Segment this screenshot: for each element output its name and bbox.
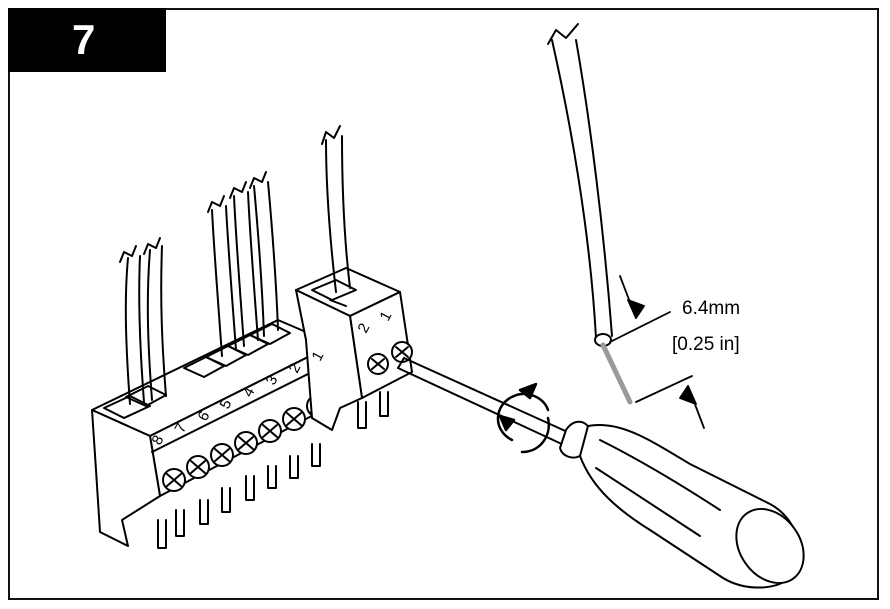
step-number-badge: 7 xyxy=(8,8,166,72)
connector-wires xyxy=(119,171,279,405)
dimension-metric-label: 6.4mm xyxy=(682,298,741,319)
screwdriver xyxy=(397,357,805,589)
stripped-wire-end xyxy=(600,342,633,405)
small-connector-screws xyxy=(367,341,413,375)
connector-pins xyxy=(157,443,321,549)
small-terminal-connector xyxy=(295,267,413,431)
dimension-marker xyxy=(609,275,705,429)
dimension-imperial-label: [0.25 in] xyxy=(672,334,740,355)
stripped-cable xyxy=(547,23,613,347)
rotation-arrow-icon xyxy=(496,382,551,454)
